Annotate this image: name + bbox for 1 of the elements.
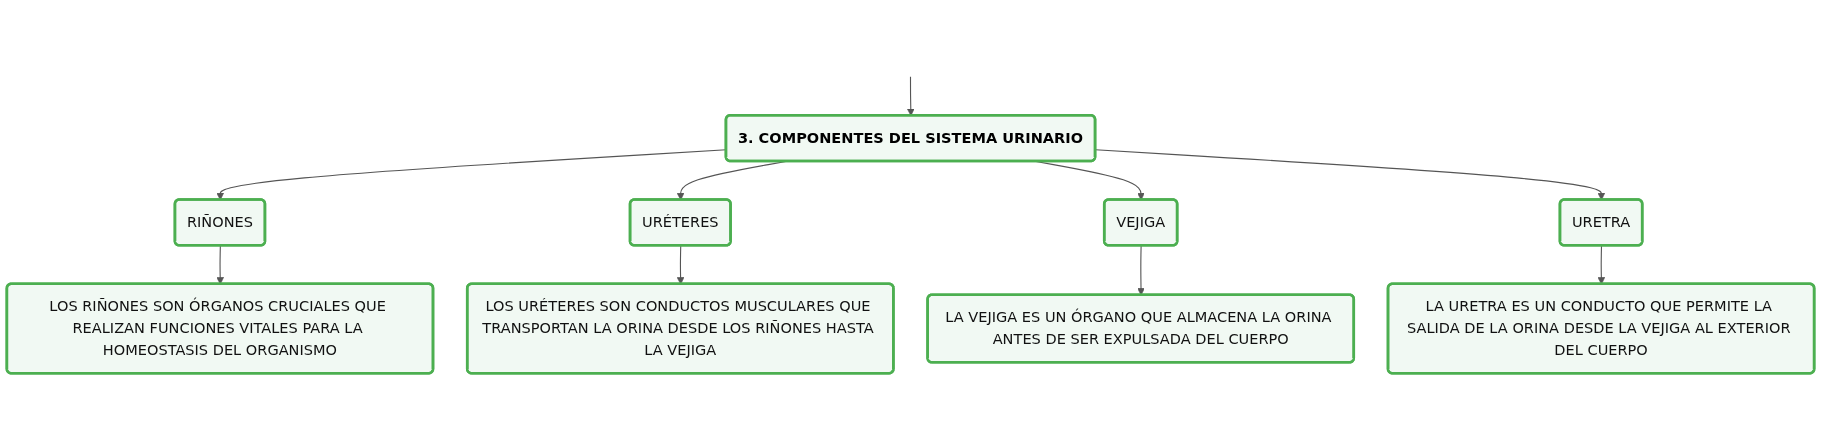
arrow <box>907 76 915 116</box>
